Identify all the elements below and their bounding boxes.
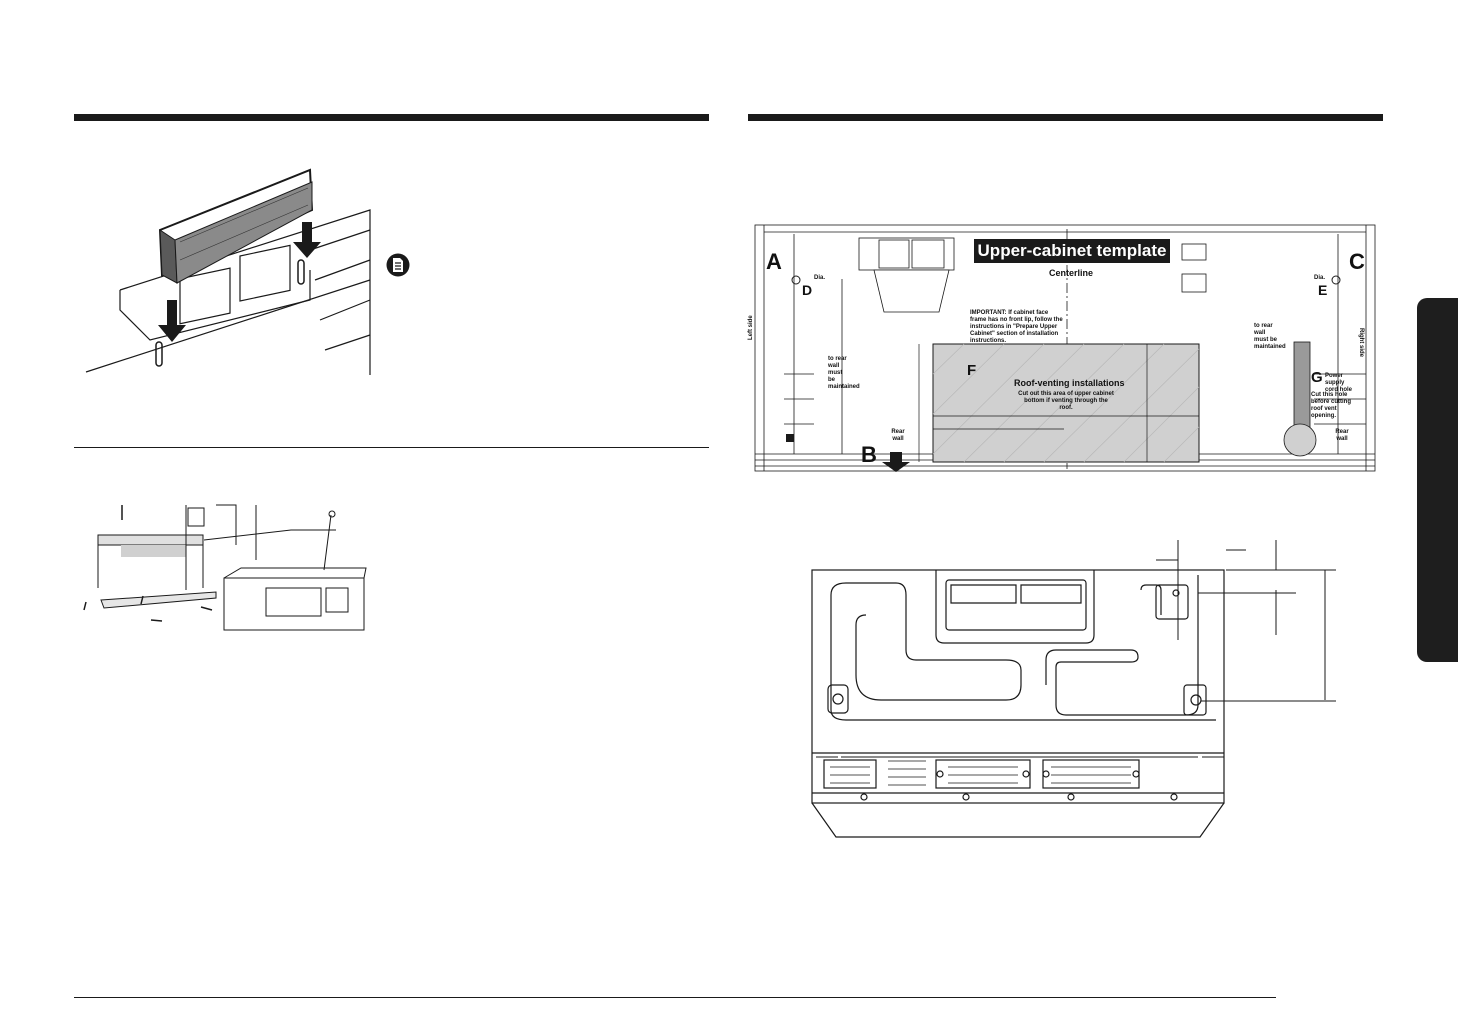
- filter-install-illustration: [85, 168, 371, 375]
- right-side-label: Right side: [1358, 328, 1364, 358]
- dia-label-e: Dia.: [1314, 275, 1326, 281]
- marker-b: B: [861, 442, 877, 467]
- roof-venting-note: Cut out this area of upper cabinet botto…: [1018, 391, 1114, 411]
- left-side-label: Left side: [748, 315, 754, 340]
- template-title: Upper-cabinet template: [974, 239, 1170, 263]
- dia-label-d: Dia.: [814, 275, 826, 281]
- marker-c: C: [1349, 249, 1365, 274]
- microwave-bottom-diagram: [811, 540, 1336, 838]
- left-header-rule: [74, 114, 709, 121]
- roof-venting-label: Roof-venting installations: [1014, 378, 1125, 388]
- power-supply-label: Power supply cord hole: [1325, 373, 1353, 393]
- upper-cabinet-template: [754, 224, 1376, 472]
- section-divider: [74, 447, 709, 448]
- mounting-illustration: [83, 504, 367, 631]
- important-note: IMPORTANT: If cabinet face frame has no …: [970, 310, 1063, 344]
- marker-f: F: [967, 362, 977, 379]
- footer-rule: [74, 997, 1276, 998]
- rear-wall-label-right: Rear wall: [1335, 429, 1349, 442]
- note-icon: [386, 253, 410, 277]
- rear-wall-note-right: to rear wall must be maintained: [1254, 323, 1286, 350]
- cut-hole-note: Cut this hole before cutting roof vent o…: [1311, 392, 1351, 419]
- marker-a: A: [766, 249, 782, 274]
- centerline-label: Centerline: [1049, 268, 1094, 278]
- marker-d: D: [802, 282, 813, 298]
- marker-g: G: [1311, 369, 1323, 386]
- rear-wall-note-left: to rear wall must be maintained: [828, 356, 860, 390]
- right-header-rule: [748, 114, 1383, 121]
- chapter-tab[interactable]: [1417, 298, 1458, 662]
- rear-wall-label-left: Rear wall: [891, 429, 905, 442]
- marker-e: E: [1318, 282, 1328, 298]
